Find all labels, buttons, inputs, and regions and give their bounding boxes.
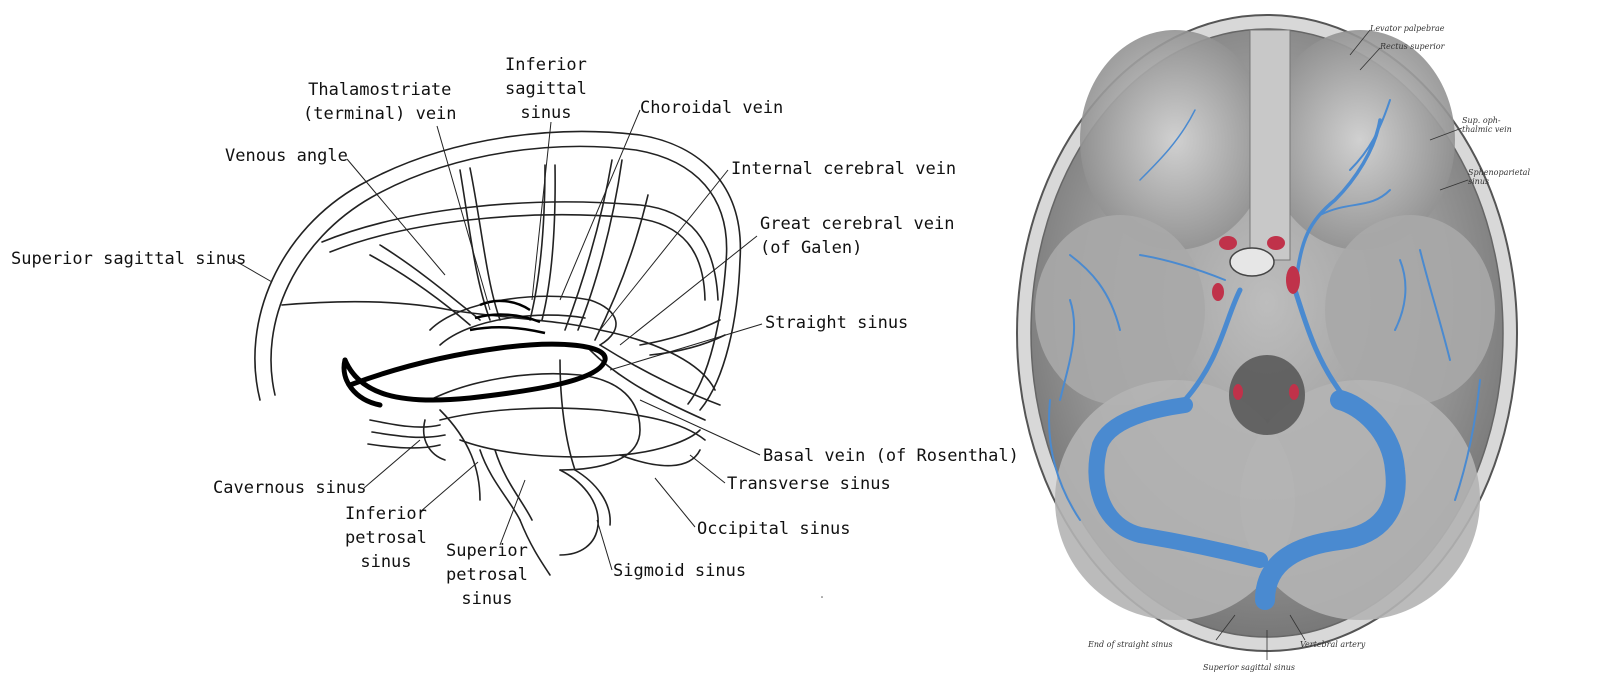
label-end-straight-sinus: End of straight sinus — [1088, 640, 1173, 649]
label-sup-ophthalmic-vein: Sup. oph- thalmic vein — [1462, 116, 1512, 134]
label-inferior-petrosal-sinus: Inferior petrosal sinus — [345, 504, 427, 572]
label-great-cerebral-vein: Great cerebral vein (of Galen) — [760, 214, 955, 258]
label-cavernous-sinus: Cavernous sinus — [213, 478, 367, 498]
basal-vein-shape — [342, 341, 608, 403]
label-transverse-sinus: Transverse sinus — [727, 474, 891, 494]
label-choroidal-vein: Choroidal vein — [640, 98, 784, 118]
label-superior-petrosal-sinus: Superior petrosal sinus — [446, 541, 528, 609]
label-basal-vein: Basal vein (of Rosenthal) — [763, 446, 1019, 466]
label-occipital-sinus: Occipital sinus — [697, 519, 851, 539]
label-levator-palpebrae: Levator palpebrae — [1370, 24, 1445, 33]
label-straight-sinus: Straight sinus — [765, 313, 909, 333]
label-inferior-sagittal-sinus: Inferior sagittal sinus — [505, 55, 587, 123]
label-vertebral-artery: Vertebral artery — [1300, 640, 1366, 649]
label-internal-cerebral-vein: Internal cerebral vein — [731, 159, 957, 179]
superior-sagittal-sinus-shape — [254, 130, 742, 411]
label-sphenoparietal-sinus: Sphenoparietal sinus — [1468, 168, 1531, 186]
label-rectus-superior: Rectus superior — [1380, 42, 1445, 51]
label-venous-angle: Venous angle — [225, 146, 348, 166]
label-superior-sagittal-sinus-right: Superior sagittal sinus — [1203, 663, 1295, 672]
artery-marks — [1212, 236, 1300, 400]
label-thalamostriate-vein: Thalamostriate (terminal) vein — [303, 80, 457, 124]
label-superior-sagittal-sinus: Superior sagittal sinus — [11, 249, 247, 269]
venous-sinus-paths — [1048, 99, 1481, 610]
label-sigmoid-sinus: Sigmoid sinus — [613, 561, 747, 581]
